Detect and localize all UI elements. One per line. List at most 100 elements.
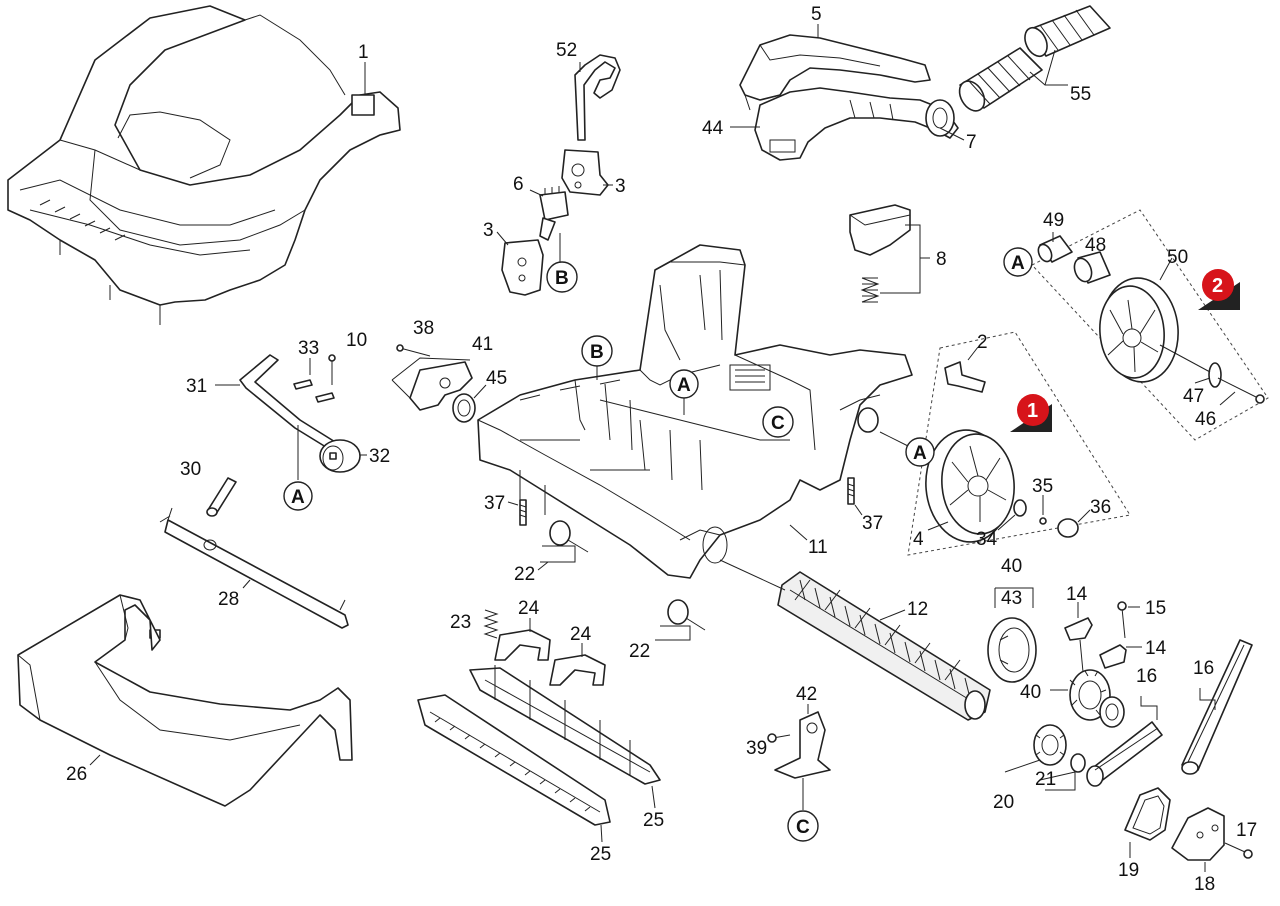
label-21: 21 [1035,769,1056,790]
part-2-axle [944,361,986,393]
svg-text:2: 2 [1212,275,1223,297]
ref-b-1: B [555,268,569,289]
ref-a-1: A [677,375,691,396]
part-12-brush-roller [777,571,991,721]
label-47: 47 [1183,386,1204,407]
label-18: 18 [1194,874,1215,895]
part-46-screw [1217,377,1265,404]
label-22-right: 22 [629,641,650,662]
label-20: 20 [993,792,1014,813]
label-16-right: 16 [1193,658,1214,679]
part-55-hose [958,5,1111,112]
label-52: 52 [556,40,577,61]
part-23-spring [483,609,499,639]
part-41-plate [409,361,473,411]
part-31-lever [239,354,341,453]
part-25-squeegee-lower [417,694,611,826]
part-28-rod [149,507,349,639]
label-46: 46 [1195,409,1216,430]
part-44-lower-handle [754,87,959,161]
part-42-bracket [774,711,831,779]
wheel-1-group-outline [907,331,1131,556]
part-8-latch-spring [849,204,911,303]
part-17-screw [1224,842,1253,859]
part-34-bushing [1013,499,1027,517]
part-45-gear [452,393,476,423]
label-42: 42 [796,684,817,705]
part-52-hook [574,54,621,141]
part-16-belt-left [1086,721,1163,787]
part-16-belt-right [1181,639,1253,775]
label-41: 41 [472,334,493,355]
part-37-screw-right [847,477,855,505]
ref-a-circle-2 [905,437,935,467]
svg-text:1: 1 [1027,400,1038,422]
ref-b-2: B [590,342,604,363]
part-47-hub-cap [1159,344,1222,388]
part-20-gear [1033,724,1067,766]
label-37-right: 37 [862,513,883,534]
label-5: 5 [811,4,822,25]
part-35-washer [1039,517,1047,525]
label-12: 12 [907,599,928,620]
label-28: 28 [218,589,239,610]
label-6: 6 [513,174,524,195]
label-3-upper: 3 [615,176,626,197]
ref-c-circle-2 [787,810,819,842]
ref-b-circle-1 [546,261,578,293]
label-8: 8 [936,249,947,270]
label-24-right: 24 [570,624,592,645]
label-3-lower: 3 [483,220,494,241]
label-7: 7 [966,132,977,153]
label-14-lower: 14 [1145,638,1167,659]
part-39-screw [767,733,791,743]
label-31: 31 [186,376,207,397]
label-40-lower: 40 [1020,682,1041,703]
label-14-upper: 14 [1066,584,1088,605]
label-17: 17 [1236,820,1257,841]
part-15-screw [1117,601,1127,639]
part-38-screw [396,344,431,357]
part-18-cover-plate [1171,807,1225,861]
part-6-connector [539,186,569,241]
part-30-pin [206,477,237,517]
ref-c-2: C [796,817,810,838]
part-40-gear-assembly [1069,669,1125,728]
label-35: 35 [1032,476,1053,497]
label-48: 48 [1085,235,1106,256]
badge-2: 2 [1198,269,1240,310]
label-10: 10 [346,330,367,351]
part-14-clip-lower [1099,644,1127,669]
ref-c-1: C [771,413,785,434]
ref-a-circle-4 [283,481,313,511]
part-21-ring [1070,753,1086,773]
part-1-top-housing [7,5,401,325]
label-55: 55 [1070,84,1091,105]
part-3-bracket-upper [561,149,609,196]
ref-c-circle-1 [762,406,794,438]
label-50: 50 [1167,247,1188,268]
label-33: 33 [298,338,319,359]
label-32: 32 [369,446,390,467]
label-4: 4 [913,529,924,550]
label-19: 19 [1118,860,1139,881]
label-11: 11 [808,537,828,558]
part-24-bracket-left [494,629,551,661]
part-43-end-cap [987,617,1037,683]
label-30: 30 [180,459,201,480]
part-25-squeegee-upper [469,665,661,785]
label-22-left: 22 [514,564,535,585]
label-26: 26 [66,764,87,785]
label-40-upper: 40 [1001,556,1022,577]
label-1: 1 [358,42,369,63]
ref-a-circle-3 [1003,247,1033,277]
label-2: 2 [977,332,988,353]
ref-a-3: A [1011,253,1025,274]
label-34: 34 [976,529,998,550]
label-16-left: 16 [1136,666,1157,687]
part-14-clip-upper [1064,617,1093,641]
label-37-left: 37 [484,493,505,514]
part-49-axle-pin [1037,235,1073,263]
part-26-cover [17,594,353,807]
